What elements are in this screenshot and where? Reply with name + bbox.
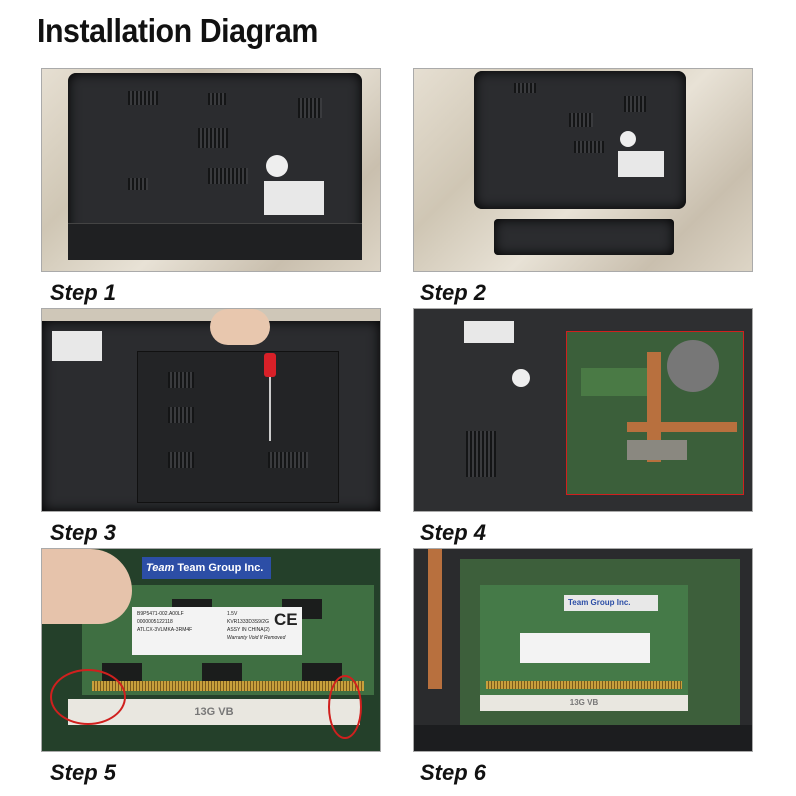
team-logo: Team bbox=[146, 562, 175, 574]
step-6-photo: Team Group Inc. 13G VB bbox=[413, 548, 753, 752]
step-3-label: Step 3 bbox=[50, 520, 117, 545]
step-3-photo bbox=[41, 308, 381, 512]
step-5-photo: B9P5471-002.A00LF 0000005122118 ATLCX-3V… bbox=[41, 548, 381, 752]
hand bbox=[210, 309, 270, 345]
step-4-photo bbox=[413, 308, 753, 512]
step-2-photo bbox=[413, 68, 753, 272]
laptop-bottom bbox=[68, 73, 362, 260]
battery bbox=[494, 219, 674, 255]
step-5-label: Step 5 bbox=[50, 760, 117, 785]
page-title: Installation Diagram bbox=[37, 12, 318, 49]
step-2-label: Step 2 bbox=[420, 280, 487, 305]
installed-ram: Team Group Inc. bbox=[480, 585, 688, 695]
laptop-bottom bbox=[474, 71, 686, 209]
step-4-label: Step 4 bbox=[420, 520, 487, 545]
highlight-circle-left bbox=[50, 669, 126, 725]
memory-cover bbox=[137, 351, 339, 503]
ram-sticker: B9P5471-002.A00LF 0000005122118 ATLCX-3V… bbox=[132, 607, 302, 655]
step-1-label: Step 1 bbox=[50, 280, 117, 305]
brand-label: Team Group Inc. bbox=[177, 562, 264, 574]
installed-brand-label: Team Group Inc. bbox=[564, 595, 658, 611]
screwdriver-icon bbox=[264, 353, 276, 377]
memory-slot: 13G VB bbox=[480, 695, 688, 711]
step-6-label: Step 6 bbox=[420, 760, 487, 785]
finger bbox=[42, 549, 132, 624]
highlight-circle-right bbox=[328, 675, 362, 739]
ram-module: B9P5471-002.A00LF 0000005122118 ATLCX-3V… bbox=[82, 585, 374, 695]
step-1-photo bbox=[41, 68, 381, 272]
highlight-box bbox=[566, 331, 744, 495]
